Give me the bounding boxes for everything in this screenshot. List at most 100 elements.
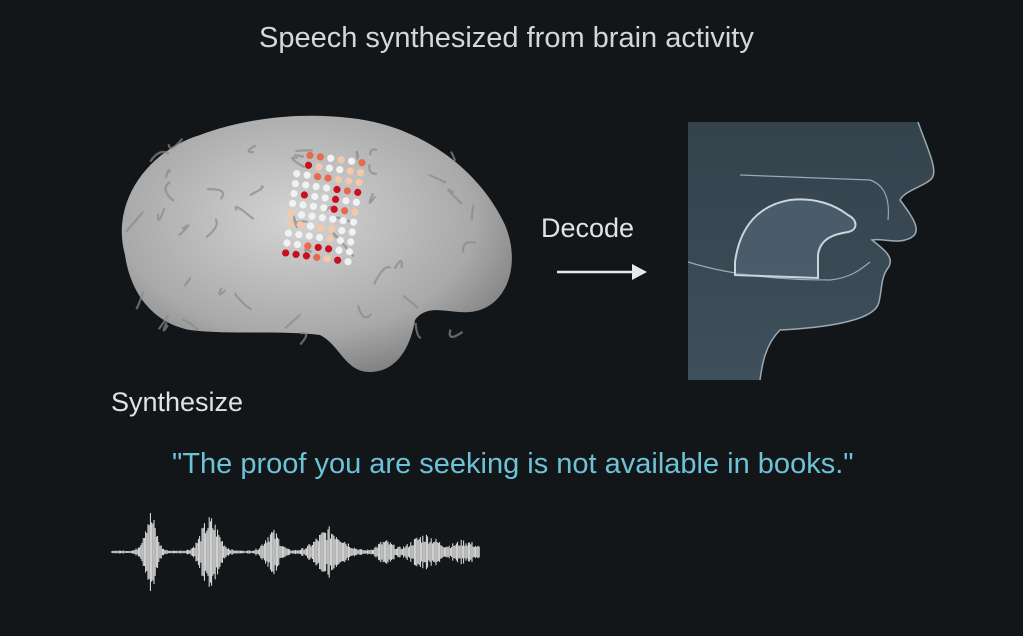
electrode (335, 246, 343, 254)
brain-fold (294, 220, 308, 229)
electrode (334, 175, 342, 184)
brain-fold (247, 144, 257, 154)
brain-fold (207, 188, 225, 200)
electrode (304, 161, 313, 169)
electrode (290, 189, 298, 198)
electrode (322, 184, 331, 192)
electrode (334, 256, 342, 264)
brain-fold (149, 150, 170, 163)
electrode (326, 235, 334, 243)
brain-fold (368, 164, 378, 175)
brain-fold (461, 241, 477, 253)
electrode (286, 219, 294, 227)
brain-fold (293, 153, 305, 158)
electrode (317, 224, 325, 232)
electrode (345, 248, 354, 256)
electrode (303, 171, 311, 179)
vocal-tract-illustration (687, 121, 935, 381)
electrode (325, 164, 333, 172)
brain-fold (448, 329, 464, 338)
electrode (325, 245, 333, 253)
electrode (347, 238, 355, 246)
electrode (293, 240, 302, 249)
electrode (336, 166, 344, 174)
synthesize-label: Synthesize (111, 387, 244, 417)
brain-fold (249, 185, 264, 197)
brain-fold (373, 266, 392, 285)
electrode (344, 258, 352, 266)
electrode (309, 202, 317, 210)
electrode (293, 170, 301, 178)
electrode (288, 199, 297, 208)
electrode (291, 180, 299, 188)
electrode (354, 188, 362, 196)
brain-fold (183, 277, 192, 287)
brain-fold (178, 224, 190, 237)
electrode (331, 195, 340, 203)
electrode (330, 205, 338, 213)
brain-fold (181, 318, 200, 331)
decode-label: Decode (541, 213, 635, 243)
electrode (312, 182, 320, 191)
brain-fold (292, 215, 297, 224)
electrode (337, 156, 345, 164)
brain-fold (156, 208, 166, 222)
electrode (300, 191, 308, 199)
electrode (295, 230, 303, 239)
electrode (327, 225, 336, 233)
electrode (340, 207, 349, 215)
electrode (358, 159, 366, 167)
brain-fold (368, 192, 377, 204)
brain-fold (401, 295, 419, 309)
electrode (342, 197, 350, 205)
brain-fold (450, 150, 457, 162)
electrode (356, 168, 365, 177)
brain-fold (164, 168, 171, 179)
brain-fold (393, 260, 403, 270)
brain-fold (234, 205, 255, 220)
brain-fold (356, 304, 372, 319)
electrode (327, 154, 335, 162)
brain-fold (164, 181, 175, 202)
brain-fold (167, 137, 184, 150)
electrode (302, 181, 310, 189)
electrode (329, 215, 337, 223)
synthesized-sentence: "The proof you are seeking is not availa… (172, 448, 854, 480)
electrode (304, 242, 312, 250)
electrode (339, 217, 347, 225)
electrode (323, 255, 331, 263)
electrode (321, 194, 329, 202)
electrode (316, 233, 324, 242)
electrode (302, 252, 311, 260)
brain-fold (295, 149, 313, 153)
electrode (349, 218, 358, 226)
electrode (316, 153, 324, 161)
electrode (311, 192, 319, 201)
brain-fold (369, 148, 378, 156)
slide-title: Speech synthesized from brain activity (259, 22, 754, 54)
electrode (355, 178, 363, 187)
brain-fold (283, 313, 302, 330)
electrode (346, 167, 354, 175)
electrode (306, 151, 314, 159)
brain-fold (157, 314, 170, 330)
electrode (352, 198, 360, 206)
electrode-grid (282, 151, 366, 266)
brain-illustration (121, 115, 512, 372)
electrode (296, 221, 304, 229)
electrode (320, 204, 328, 212)
electrode (314, 243, 322, 252)
electrode (299, 201, 307, 209)
electrode (351, 208, 359, 216)
electrode (343, 187, 351, 195)
electrode (287, 209, 295, 217)
brain-fold (470, 203, 475, 221)
brain-fold (205, 218, 218, 239)
electrode (313, 173, 322, 181)
brain-fold (355, 150, 360, 160)
electrode (307, 222, 315, 230)
brain-fold (291, 156, 306, 169)
electrode (338, 226, 346, 235)
electrode (348, 228, 356, 236)
